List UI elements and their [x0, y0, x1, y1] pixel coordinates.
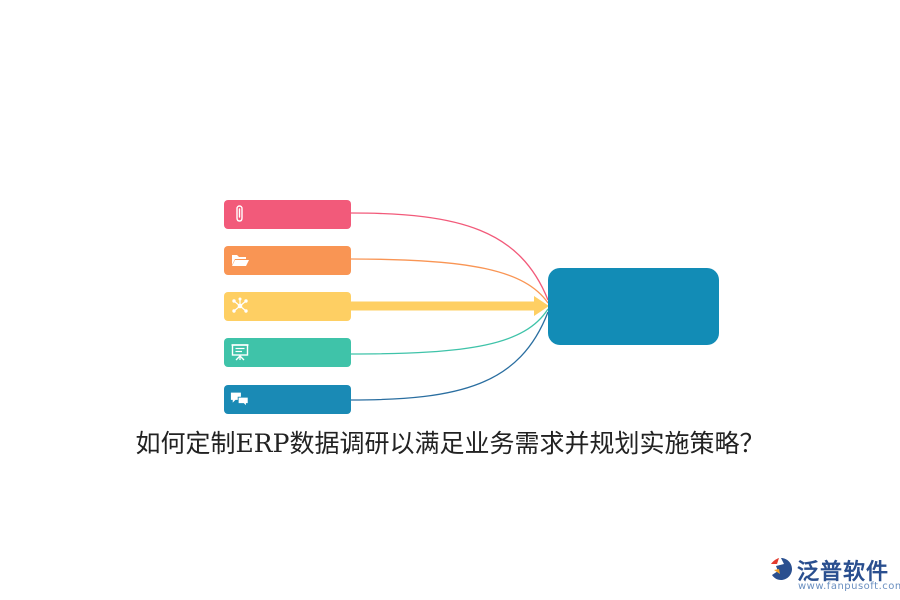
connector-4	[350, 308, 549, 355]
fanpu-logo-icon	[768, 556, 794, 582]
chat-bubbles-icon	[230, 389, 250, 409]
network-icon	[230, 296, 250, 316]
brand-name: 泛普软件	[797, 560, 890, 585]
brand-url: www.fanpusoft.com	[798, 581, 900, 592]
connector-5	[350, 311, 549, 401]
branch-node-4	[224, 338, 351, 367]
presentation-icon	[230, 342, 250, 362]
page-title: 如何定制ERP数据调研以满足业务需求并规划实施策略？	[135, 429, 765, 458]
connector-2	[350, 258, 549, 304]
connector-1	[350, 212, 549, 301]
branch-node-1	[224, 200, 351, 229]
central-hub-node	[548, 268, 719, 345]
arrowhead	[534, 296, 549, 316]
branch-node-3	[224, 292, 351, 321]
paperclip-icon	[230, 204, 250, 224]
folder-open-icon	[230, 250, 250, 270]
branch-node-2	[224, 246, 351, 275]
branch-node-5	[224, 385, 351, 414]
brand-logo: 泛普软件 www.fanpusoft.com	[768, 554, 900, 594]
